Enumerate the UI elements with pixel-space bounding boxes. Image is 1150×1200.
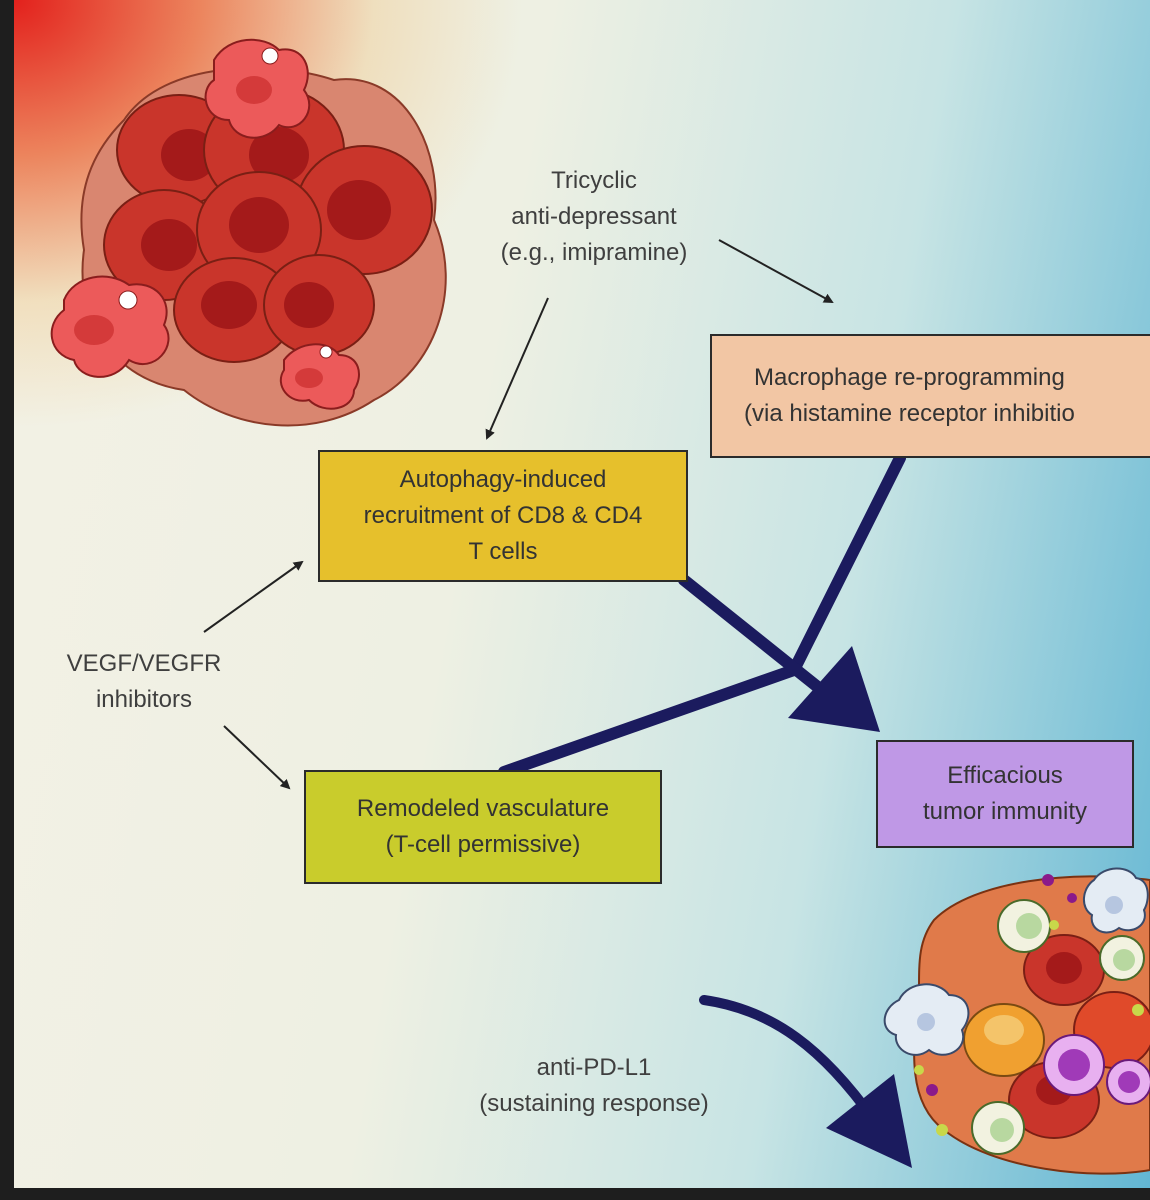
arrow-drug-to-macrophage (718, 239, 834, 303)
arrow-drug-to-autophagy (485, 297, 549, 440)
tumor-cluster-illustration (50, 38, 447, 427)
macrophage-box-line-1: Macrophage re-programming (754, 364, 1065, 391)
tumor-immunity-box-line-1: Efficacious (947, 762, 1063, 789)
immune-cluster-illustration (883, 867, 1150, 1175)
arrow-vegf-to-vasculature (223, 725, 291, 790)
vasculature-box-line-2: (T-cell permissive) (385, 831, 581, 858)
tumor-immunity-box-line-2: tumor immunity (922, 798, 1088, 825)
tumor-immunity-box: Efficacious tumor immunity (876, 740, 1134, 848)
arrow-vegf-to-autophagy (203, 560, 304, 633)
vegf-inhibitors-label: VEGF/VEGFR inhibitors (66, 650, 222, 713)
convergence-arrows (498, 452, 906, 778)
autophagy-box: Autophagy-induced recruitment of CD8 & C… (318, 450, 688, 582)
vasculature-box: Remodeled vasculature (T-cell permissive… (304, 770, 662, 884)
pdl1-curved-arrow (699, 995, 912, 1168)
autophagy-box-line-1: Autophagy-induced (399, 466, 607, 493)
tricyclic-drug-label: Tricyclic anti-depressant (e.g., imipram… (500, 167, 688, 266)
diagram-graphics (50, 38, 1150, 1175)
macrophage-box-line-2: (via histamine receptor inhibitio (744, 400, 1075, 427)
autophagy-box-line-3: T cells (468, 538, 538, 565)
macrophage-box: Macrophage re-programming (via histamine… (710, 334, 1150, 458)
autophagy-box-line-2: recruitment of CD8 & CD4 (363, 502, 643, 529)
anti-pdl1-label: anti-PD-L1 (sustaining response) (479, 1054, 709, 1117)
vasculature-box-line-1: Remodeled vasculature (356, 795, 610, 822)
diagram-panel: Tricyclic anti-depressant (e.g., imipram… (14, 0, 1150, 1188)
